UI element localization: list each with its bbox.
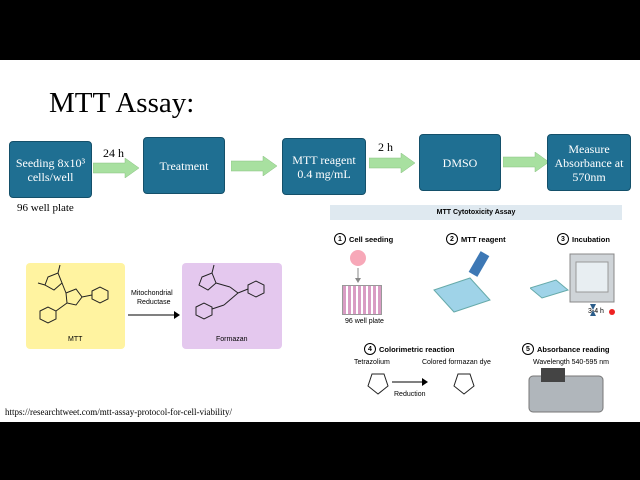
formazan-ring-icon bbox=[453, 373, 475, 395]
reduction-arrow-icon bbox=[392, 378, 428, 386]
reduction-label: Reduction bbox=[394, 391, 426, 398]
step-label: Cell seeding bbox=[349, 234, 394, 244]
incubator-icon bbox=[530, 253, 615, 316]
step-mtt-box: MTT reagent 0.4 mg/mL bbox=[282, 138, 366, 195]
well-plate-icon bbox=[342, 285, 382, 315]
formazan-molecule-icon bbox=[195, 264, 265, 320]
step-dmso-label: DMSO bbox=[442, 155, 478, 170]
step-label: MTT reagent bbox=[461, 234, 506, 244]
arrow-right-icon bbox=[503, 152, 549, 172]
source-link[interactable]: https://researchtweet.com/mtt-assay-prot… bbox=[5, 407, 232, 417]
step3-sub: 3-4 h bbox=[588, 308, 604, 315]
arrow-label-24h: 24 h bbox=[103, 146, 124, 160]
panel-title: MTT Cytotoxicity Assay bbox=[330, 205, 622, 220]
step-number: 4 bbox=[364, 343, 376, 355]
mtt-structure-card: MTT bbox=[26, 263, 125, 349]
slide: MTT Assay: Seeding 8x10³ cells/well 96 w… bbox=[0, 60, 640, 422]
tetrazolium-label: Tetrazolium bbox=[354, 359, 390, 366]
step5-sub: Wavelength 540-595 nm bbox=[533, 359, 610, 366]
formazan-dye-label: Colored formazan dye bbox=[422, 359, 491, 366]
tetrazolium-ring-icon bbox=[367, 373, 389, 395]
step-measure-label: Measure Absorbance at 570nm bbox=[554, 141, 624, 184]
step-measure-box: Measure Absorbance at 570nm bbox=[547, 134, 631, 191]
arrow-right-icon bbox=[231, 156, 277, 176]
plate-reader-icon bbox=[528, 368, 604, 413]
step-label: Colorimetric reaction bbox=[379, 344, 455, 354]
step-number: 2 bbox=[446, 233, 458, 245]
step-dmso-box: DMSO bbox=[419, 134, 501, 191]
step1-sub: 96 well plate bbox=[345, 318, 384, 325]
step-treatment-label: Treatment bbox=[159, 158, 209, 173]
step-treatment-box: Treatment bbox=[143, 137, 225, 194]
step-seeding-label: Seeding 8x10³ cells/well bbox=[15, 155, 86, 184]
arrow-right-icon bbox=[369, 153, 415, 173]
step-number: 3 bbox=[557, 233, 569, 245]
cell-dish-icon bbox=[350, 250, 366, 283]
arrow-right-icon bbox=[93, 158, 139, 178]
formazan-label: Formazan bbox=[216, 336, 248, 343]
step-label: Incubation bbox=[572, 234, 610, 244]
step-mtt-label: MTT reagent 0.4 mg/mL bbox=[292, 152, 356, 181]
mtt-molecule-icon bbox=[37, 264, 109, 324]
formazan-structure-card: Formazan bbox=[182, 263, 282, 349]
step-seeding-box: Seeding 8x10³ cells/well bbox=[9, 141, 92, 198]
panel-step-2: 2 MTT reagent bbox=[446, 233, 506, 245]
plate-note: 96 well plate bbox=[17, 202, 74, 214]
enzyme-label-line2: Reductase bbox=[137, 299, 171, 306]
mtt-label: MTT bbox=[68, 336, 83, 343]
enzyme-label-line1: Mitochondrial bbox=[131, 290, 173, 297]
pipette-icon bbox=[433, 251, 491, 313]
panel-step-1: 1 Cell seeding bbox=[334, 233, 393, 245]
reaction-arrow-icon bbox=[128, 311, 180, 319]
step-label: Absorbance reading bbox=[537, 344, 610, 354]
panel-step-5: 5 Absorbance reading bbox=[522, 343, 610, 355]
slide-title: MTT Assay: bbox=[49, 87, 195, 119]
panel-step-4: 4 Colorimetric reaction bbox=[364, 343, 454, 355]
step-number: 1 bbox=[334, 233, 346, 245]
panel-step-3: 3 Incubation bbox=[557, 233, 610, 245]
step-number: 5 bbox=[522, 343, 534, 355]
arrow-label-2h: 2 h bbox=[378, 140, 393, 154]
